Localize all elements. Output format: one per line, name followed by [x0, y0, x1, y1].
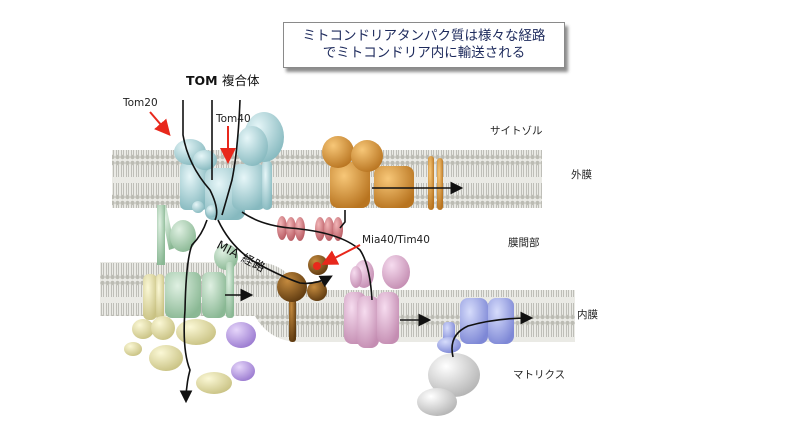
- pam-motor: [124, 274, 232, 394]
- purple-chaperones: [226, 322, 256, 381]
- tim22-complex: [344, 255, 410, 348]
- import-pathways: [179, 99, 534, 404]
- tom-complex-label: TOM 複合体: [186, 70, 259, 89]
- outer-membrane-label: 外膜: [571, 169, 592, 181]
- tom20-label: Tom20: [123, 97, 158, 109]
- oxa1-complex: [437, 298, 514, 353]
- tom-complex: [174, 112, 284, 220]
- matrix-label: マトリクス: [513, 369, 566, 381]
- title-line-1: ミトコンドリアタンパク質は様々な経路: [302, 28, 546, 44]
- title-box: ミトコンドリアタンパク質は様々な経路 でミトコンドリア内に輸送される: [283, 22, 565, 68]
- tom-label-text: TOM: [186, 73, 218, 88]
- tim23-complex: [157, 205, 238, 318]
- tom40-label: Tom40: [216, 113, 251, 125]
- small-tim-chaperones: [277, 216, 343, 241]
- mia40-tim40-label: Mia40/Tim40: [362, 234, 430, 246]
- cytosol-label: サイトゾル: [490, 125, 543, 137]
- inner-membrane-label: 内膜: [577, 309, 598, 321]
- title-line-2: でミトコンドリア内に輸送される: [322, 45, 526, 61]
- sam-complex: [322, 136, 443, 210]
- ribosome: [417, 353, 480, 416]
- intermembrane-space-label: 膜間部: [508, 237, 540, 249]
- red-pointer-arrows: [149, 111, 361, 265]
- tom-label-suffix: 複合体: [221, 73, 260, 88]
